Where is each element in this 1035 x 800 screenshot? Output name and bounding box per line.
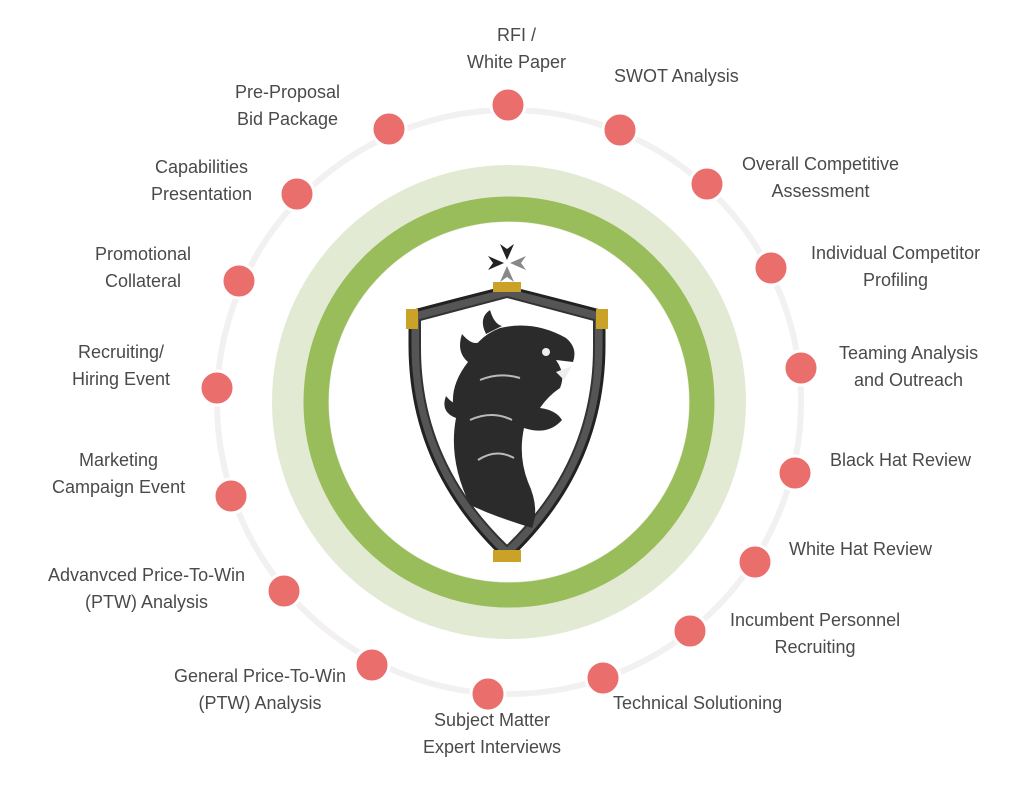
cycle-item-label: RFI / White Paper xyxy=(467,25,567,72)
cycle-item-label: Black Hat Review xyxy=(830,450,972,470)
cycle-item-label: Subject Matter Expert Interviews xyxy=(423,710,562,757)
cycle-node xyxy=(278,175,316,213)
cycle-node xyxy=(353,646,391,684)
cycle-node xyxy=(782,349,820,387)
cycle-node xyxy=(601,111,639,149)
cycle-item-label: Capabilities Presentation xyxy=(151,157,253,204)
cycle-item-label: Promotional Collateral xyxy=(95,244,192,291)
cycle-item-label: Teaming Analysis and Outreach xyxy=(839,343,979,390)
cycle-item-label: Technical Solutioning xyxy=(613,693,783,713)
cycle-node xyxy=(688,165,726,203)
cycle-item-label: SWOT Analysis xyxy=(614,66,739,86)
cycle-node xyxy=(198,369,236,407)
green-ring xyxy=(303,196,715,608)
cycle-item-label: Pre-Proposal Bid Package xyxy=(235,82,341,129)
cycle-node xyxy=(212,477,250,515)
cycle-node xyxy=(752,249,790,287)
cycle-node xyxy=(370,110,408,148)
cross-icon xyxy=(488,244,526,282)
cycle-node xyxy=(736,543,774,581)
cycle-node xyxy=(469,675,507,713)
cycle-node xyxy=(671,612,709,650)
cycle-item-label: General Price-To-Win (PTW) Analysis xyxy=(174,666,347,713)
cycle-item-label: Advanvced Price-To-Win (PTW) Analysis xyxy=(48,565,246,612)
cycle-item-label: Overall Competitive Assessment xyxy=(742,154,900,201)
cycle-node xyxy=(220,262,258,300)
cycle-node xyxy=(265,572,303,610)
cycle-node xyxy=(776,454,814,492)
cycle-item-label: Incumbent Personnel Recruiting xyxy=(730,610,901,657)
shield-dragon-crest-icon xyxy=(406,244,608,563)
dragon-head-icon xyxy=(444,310,575,528)
node-layer xyxy=(198,86,820,713)
cycle-item-label: Marketing Campaign Event xyxy=(52,450,186,497)
cycle-item-label: White Hat Review xyxy=(789,539,933,559)
cycle-node xyxy=(489,86,527,124)
cycle-item-label: Individual Competitor Profiling xyxy=(811,243,981,290)
cycle-item-label: Recruiting/ Hiring Event xyxy=(72,342,171,389)
cycle-node xyxy=(584,659,622,697)
